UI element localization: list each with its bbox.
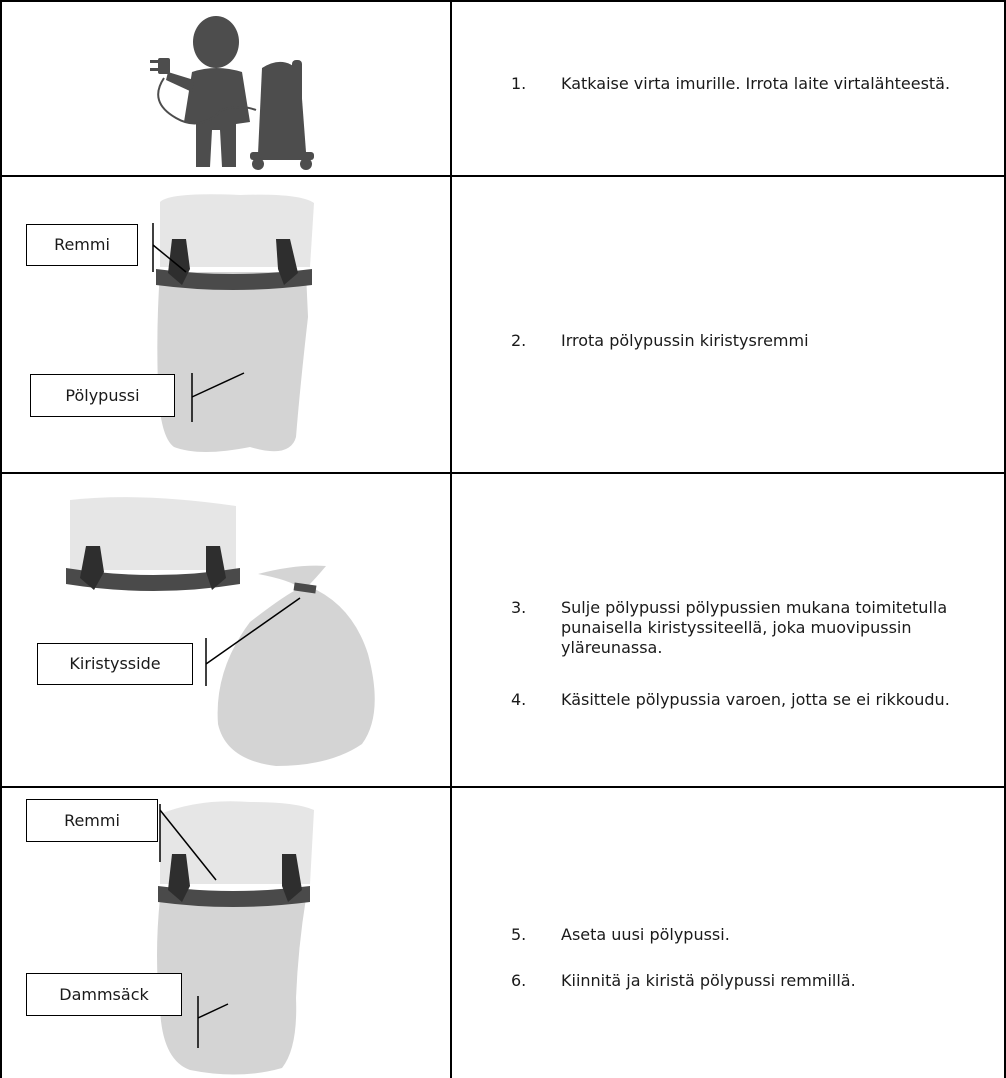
closed-bag: [217, 565, 375, 766]
step-number: 5.: [511, 925, 527, 944]
person-unplugging-vacuum-icon: [150, 16, 314, 170]
step-number: 6.: [511, 971, 527, 990]
bag-top: [160, 801, 314, 884]
row4-illustration-cell: Remmi Dammsäck: [0, 788, 450, 1078]
step-text: Sulje pölypussi pölypussien mukana toimi…: [561, 598, 948, 657]
table-row-divider-1: [0, 175, 1006, 177]
table-border-right: [1004, 0, 1006, 1078]
table-row-divider-2: [0, 472, 1006, 474]
step-text: Aseta uusi pölypussi.: [561, 925, 730, 944]
dust-bag-with-strap-illustration: [152, 194, 314, 452]
table-border-left: [0, 0, 2, 1078]
dust-bag-label: Pölypussi: [30, 374, 175, 417]
step-number: 1.: [511, 74, 527, 93]
bag-body: [157, 898, 306, 1075]
bag-body: [157, 272, 308, 452]
step-text: Käsittele pölypussia varoen, jotta se ei…: [561, 690, 950, 709]
strap: [156, 269, 312, 290]
strap-label: Remmi: [26, 224, 138, 266]
dust-bag-label: Dammsäck: [26, 973, 182, 1016]
table-border-top: [0, 0, 1006, 2]
step-text: Irrota pölypussin kiristysremmi: [561, 331, 809, 350]
table-row-divider-3: [0, 786, 1006, 788]
row1-illustration-cell: [0, 2, 450, 175]
bag-closed-with-tie-illustration: [66, 497, 375, 766]
strap: [158, 886, 310, 907]
step-text: Katkaise virta imurille. Irrota laite vi…: [561, 74, 951, 93]
dust-bag-with-strap-illustration: [157, 801, 314, 1075]
bag-top: [160, 194, 314, 267]
step-number: 2.: [511, 331, 527, 350]
table-column-divider: [450, 0, 452, 1078]
step-number: 4.: [511, 690, 527, 709]
tie-label: Kiristysside: [37, 643, 193, 685]
row2-illustration-cell: Remmi Pölypussi: [0, 177, 450, 472]
bag-top: [70, 497, 236, 570]
step-number: 3.: [511, 598, 527, 617]
row3-illustration-cell: Kiristysside: [0, 474, 450, 786]
strap-label: Remmi: [26, 799, 158, 842]
strap: [66, 568, 240, 591]
step-text: Kiinnitä ja kiristä pölypussi remmillä.: [561, 971, 856, 990]
